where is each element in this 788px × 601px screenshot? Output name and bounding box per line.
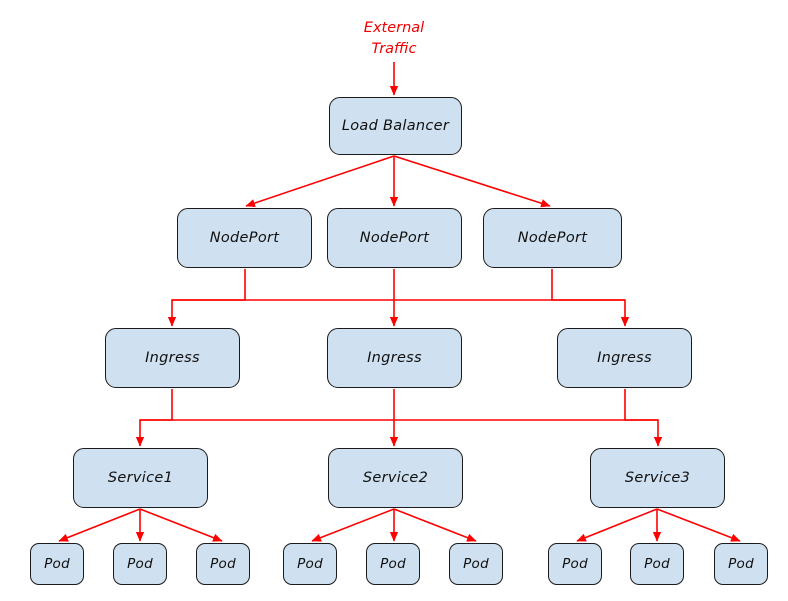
node-label: Pod bbox=[127, 556, 153, 572]
node-label: Ingress bbox=[145, 350, 200, 366]
edge-e-svc3-pod1 bbox=[576, 508, 658, 542]
edge-e-np1-ing1 bbox=[167, 269, 246, 327]
node-label: Pod bbox=[562, 556, 588, 572]
node-label: Ingress bbox=[597, 350, 652, 366]
node-label: NodePort bbox=[209, 230, 280, 246]
node-service-2[interactable]: Service2 bbox=[328, 448, 463, 508]
node-label: Service2 bbox=[362, 470, 429, 486]
node-ingress-1[interactable]: Ingress bbox=[105, 328, 240, 388]
node-nodeport-1[interactable]: NodePort bbox=[177, 208, 312, 268]
node-label: Pod bbox=[44, 556, 70, 572]
node-ingress-3[interactable]: Ingress bbox=[557, 328, 692, 388]
node-pod-2-2[interactable]: Pod bbox=[366, 543, 420, 585]
node-pod-1-1[interactable]: Pod bbox=[30, 543, 84, 585]
node-label: Pod bbox=[728, 556, 754, 572]
node-label: Pod bbox=[210, 556, 236, 572]
edge-e-svc3-pod3 bbox=[656, 508, 741, 542]
node-service-1[interactable]: Service1 bbox=[73, 448, 208, 508]
node-label: NodePort bbox=[359, 230, 430, 246]
node-label: NodePort bbox=[517, 230, 588, 246]
edge-e-svc1-pod3 bbox=[139, 508, 223, 542]
edge-e-svc1-pod1 bbox=[58, 508, 141, 542]
node-nodeport-2[interactable]: NodePort bbox=[327, 208, 462, 268]
edge-e-ing3-svc3 bbox=[624, 389, 663, 447]
node-label: Pod bbox=[380, 556, 406, 572]
node-load-balancer[interactable]: Load Balancer bbox=[329, 97, 462, 155]
node-pod-1-3[interactable]: Pod bbox=[196, 543, 250, 585]
annotation-external-traffic: External Traffic bbox=[363, 20, 425, 58]
node-pod-3-2[interactable]: Pod bbox=[630, 543, 684, 585]
edge-e-lb-np1 bbox=[245, 155, 395, 208]
node-service-3[interactable]: Service3 bbox=[590, 448, 725, 508]
edge-e-ing1-svc1 bbox=[135, 389, 173, 447]
node-label: Load Balancer bbox=[341, 118, 450, 134]
node-label: Service3 bbox=[624, 470, 691, 486]
node-label: Pod bbox=[297, 556, 323, 572]
node-pod-2-1[interactable]: Pod bbox=[283, 543, 337, 585]
node-nodeport-3[interactable]: NodePort bbox=[483, 208, 622, 268]
node-label: Pod bbox=[644, 556, 670, 572]
edge-e-lb-np3 bbox=[393, 155, 551, 208]
node-label: Pod bbox=[463, 556, 489, 572]
node-label: Service1 bbox=[107, 470, 174, 486]
node-label: Ingress bbox=[367, 350, 422, 366]
edge-e-np3-ing3 bbox=[551, 269, 630, 327]
edge-e-svc2-pod1 bbox=[311, 508, 395, 542]
edge-e-svc2-pod3 bbox=[393, 508, 477, 542]
node-pod-2-3[interactable]: Pod bbox=[449, 543, 503, 585]
node-ingress-2[interactable]: Ingress bbox=[327, 328, 462, 388]
node-pod-1-2[interactable]: Pod bbox=[113, 543, 167, 585]
node-pod-3-3[interactable]: Pod bbox=[714, 543, 768, 585]
node-pod-3-1[interactable]: Pod bbox=[548, 543, 602, 585]
